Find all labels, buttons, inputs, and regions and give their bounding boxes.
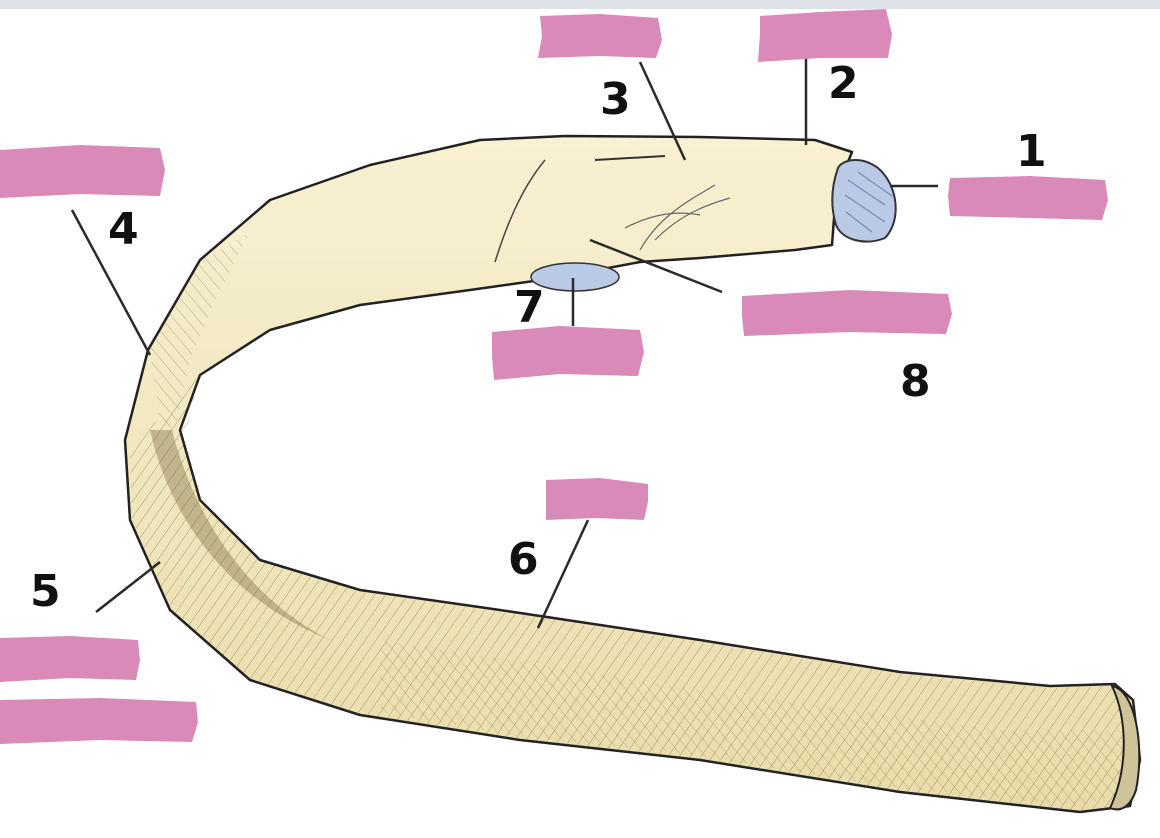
leader-4 bbox=[70, 209, 152, 356]
head-facet-hatch bbox=[844, 171, 893, 233]
label-2: 2 bbox=[828, 58, 859, 109]
anterior-end bbox=[1108, 684, 1141, 811]
mask-7 bbox=[492, 326, 644, 380]
neck-crest-line bbox=[594, 155, 666, 161]
neck-detail bbox=[494, 159, 546, 263]
answer-masks bbox=[0, 9, 1108, 744]
label-7: 7 bbox=[514, 282, 545, 333]
costal-groove-dark bbox=[150, 430, 330, 640]
head-articular-facet bbox=[831, 159, 897, 243]
tubercle-striations bbox=[624, 184, 731, 251]
leader-lines bbox=[70, 58, 938, 629]
mask-2 bbox=[758, 9, 892, 62]
tubercle-articular-facet bbox=[530, 262, 620, 292]
mask-4 bbox=[0, 145, 165, 198]
label-5: 5 bbox=[30, 566, 61, 617]
label-3: 3 bbox=[600, 74, 631, 125]
mask-1 bbox=[948, 176, 1108, 220]
mask-6 bbox=[546, 478, 648, 520]
leader-5 bbox=[95, 561, 161, 613]
mask-8 bbox=[742, 290, 952, 336]
mask-3 bbox=[538, 14, 662, 58]
label-8: 8 bbox=[900, 356, 931, 407]
label-1: 1 bbox=[1016, 126, 1047, 177]
leader-8 bbox=[589, 238, 723, 294]
leader-6 bbox=[536, 519, 590, 629]
label-4: 4 bbox=[108, 204, 139, 255]
label-6: 6 bbox=[508, 534, 539, 585]
leader-3 bbox=[638, 61, 687, 161]
mask-5b bbox=[0, 698, 198, 744]
window-top-bar bbox=[0, 0, 1160, 9]
rib-shading-upper bbox=[150, 232, 250, 430]
rib-shading-lower-cross bbox=[380, 640, 1132, 806]
mask-5a bbox=[0, 636, 140, 682]
